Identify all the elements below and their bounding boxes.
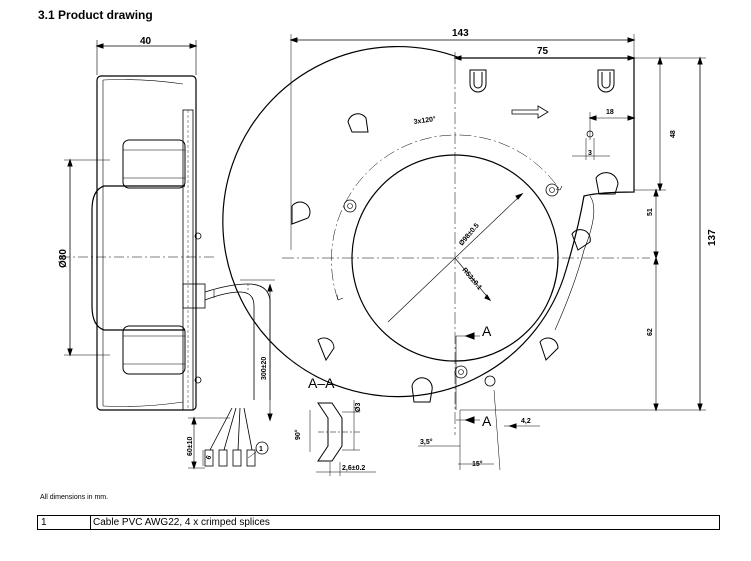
dim-2-6: 2,6±0.2 xyxy=(342,465,365,472)
legend-row: 1 Cable PVC AWG22, 4 x crimped splices xyxy=(37,515,720,530)
dim-r53: R53±0.1 xyxy=(460,267,482,292)
dim-75: 75 xyxy=(537,46,549,57)
dim-137: 137 xyxy=(707,229,718,246)
dim-62: 62 xyxy=(647,328,654,336)
side-view xyxy=(60,40,275,470)
dim-40: 40 xyxy=(140,36,152,47)
legend-number: 1 xyxy=(38,516,91,529)
units-note: All dimensions in mm. xyxy=(40,494,109,501)
dim-dia-3: Ø3 xyxy=(355,403,362,412)
section-mark-a-top: A xyxy=(482,323,492,339)
dim-dia-80: Ø80 xyxy=(58,249,69,268)
dim-18: 18 xyxy=(606,109,614,116)
dim-15-deg: 15° xyxy=(472,460,483,468)
section-a-a xyxy=(309,400,376,476)
page-title: 3.1 Product drawing xyxy=(38,8,153,22)
dim-143: 143 xyxy=(452,28,469,39)
dim-51: 51 xyxy=(647,208,654,216)
dim-3x120: 3x120° xyxy=(413,115,436,126)
section-title: A–A xyxy=(308,375,335,391)
dim-4-2: 4,2 xyxy=(521,418,531,425)
dim-90-deg: 90° xyxy=(294,429,302,440)
dim-3: 3 xyxy=(588,150,592,157)
front-view xyxy=(222,34,706,471)
legend-description: Cable PVC AWG22, 4 x crimped splices xyxy=(93,517,270,528)
dim-splice-6: 6 xyxy=(205,455,213,461)
dim-cable-length: 300±20 xyxy=(261,357,268,380)
dim-strip-60: 60±10 xyxy=(187,436,194,456)
dim-3-5-deg: 3,5° xyxy=(420,438,433,446)
dim-48: 48 xyxy=(670,130,677,138)
section-mark-a-bottom: A xyxy=(482,413,492,429)
dim-dia-98: Ø98±0.5 xyxy=(458,222,481,247)
callout-1: 1 xyxy=(259,446,263,453)
